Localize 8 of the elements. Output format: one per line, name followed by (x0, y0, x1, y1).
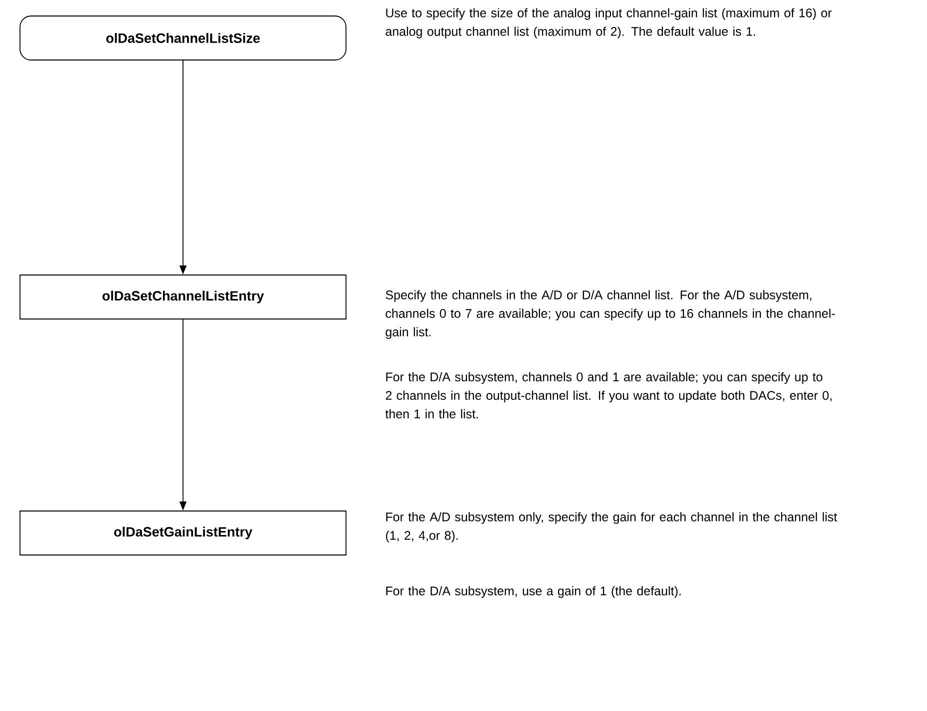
description-text: For the D/A subsystem, use a gain of 1 (the default). (386, 586, 681, 598)
description-text: For the D/A subsystem, channels 0 and 1 are available; you can specify up to 2 channels in the output-channel list. If you want to update both DACs, enter 0, then 1 in the list. (385, 372, 832, 418)
function-box: olDaSetChannelListSize (20, 16, 346, 60)
description-text: Specify the channels in the A/D or D/A channel list. For the A/D subsystem, channels 0 to 7 are available; you can specify up to 16 channels in the channel-gain list. (386, 290, 835, 339)
function-box: olDaSetChannelListEntry (20, 274, 346, 320)
function-box: olDaSetGainListEntry (20, 510, 346, 556)
description-text: Use to specify the size of the analog input channel-gain list (maximum of 16) or analog output channel list (maximum of 2). The default value is 1. (386, 8, 832, 38)
description-text: For the A/D subsystem only, specify the gain for each channel in the channel list (1, 2, 4,or 8). (386, 512, 838, 542)
